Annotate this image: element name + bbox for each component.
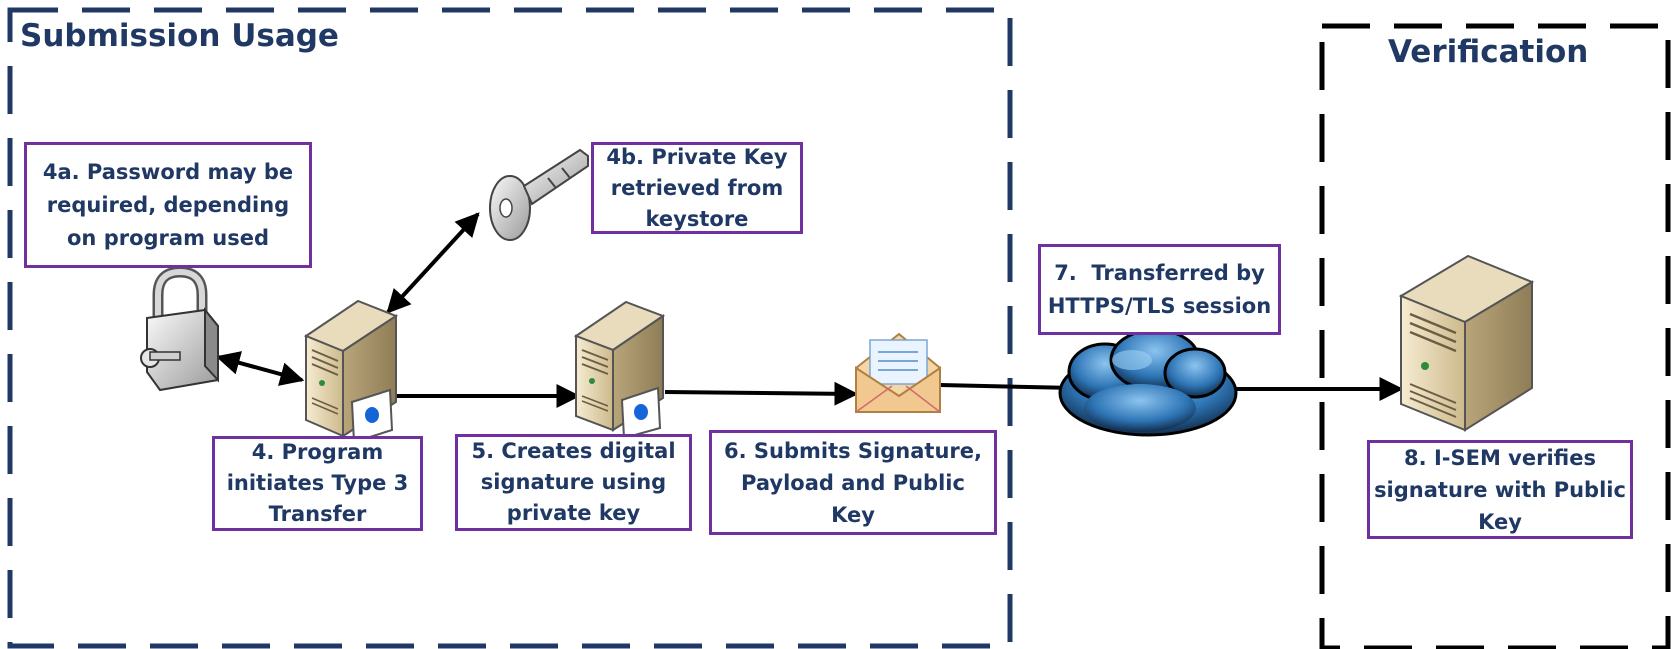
step-6-text: 6. Submits Signature, Payload and Public… — [724, 435, 982, 531]
server-key-connector — [386, 212, 480, 314]
step-8-line: Key — [1478, 509, 1522, 534]
step-4-box: 4. Program initiates Type 3 Transfer — [212, 436, 423, 531]
envelope-icon — [855, 332, 941, 413]
step-4b-box: 4b. Private Key retrieved from keystore — [591, 142, 803, 234]
step-6-line: Payload and Public — [741, 470, 965, 495]
step-5-box: 5. Creates digital signature using priva… — [455, 434, 692, 531]
step-4-line: 4. Program — [251, 440, 384, 464]
step-7-box: 7. Transferred by HTTPS/TLS session — [1038, 244, 1281, 335]
verification-title: Verification — [1388, 34, 1589, 70]
step-7-line: HTTPS/TLS session — [1047, 293, 1272, 318]
server-icon — [303, 299, 399, 444]
step-6-line: 6. Submits Signature, — [724, 438, 982, 463]
step-8-box: 8. I-SEM verifies signature with Public … — [1367, 440, 1633, 539]
verification-boundary — [1319, 23, 1671, 649]
padlock-server-connector — [215, 351, 305, 386]
step-4-line: initiates Type 3 — [226, 471, 409, 495]
envelope-to-cloud-line — [939, 383, 1076, 390]
server-icon — [1398, 254, 1535, 432]
step-4-text: 4. Program initiates Type 3 Transfer — [227, 437, 409, 530]
step-5-text: 5. Creates digital signature using priva… — [471, 436, 675, 529]
step-7-line: 7. Transferred by — [1054, 260, 1265, 285]
key-icon — [489, 148, 589, 241]
step-4b-text: 4b. Private Key retrieved from keystore — [606, 142, 787, 235]
step-5-line: 5. Creates digital — [471, 439, 676, 463]
signing-to-envelope-arrow — [664, 381, 859, 406]
submission-usage-boundary — [7, 7, 1013, 649]
step-4a-text: 4a. Password may be required, depending … — [43, 156, 293, 255]
step-4a-line: required, depending — [46, 192, 290, 217]
cloud-icon — [1058, 328, 1238, 437]
step-4b-line: keystore — [645, 206, 749, 231]
step-8-line: signature with Public — [1374, 477, 1626, 502]
step-4-line: Transfer — [268, 502, 367, 526]
submission-usage-title: Submission Usage — [20, 18, 339, 54]
step-6-line: Key — [831, 502, 875, 527]
step-6-box: 6. Submits Signature, Payload and Public… — [709, 430, 997, 535]
step-4a-line: 4a. Password may be — [42, 159, 294, 184]
padlock-icon — [140, 266, 219, 392]
step-8-text: 8. I-SEM verifies signature with Public … — [1374, 442, 1626, 538]
step-4b-line: 4b. Private Key — [606, 144, 788, 169]
step-4a-line: on program used — [67, 225, 269, 250]
step-4b-line: retrieved from — [610, 175, 784, 200]
step-5-line: signature using — [480, 470, 667, 494]
server-icon — [573, 300, 666, 440]
step-7-text: 7. Transferred by HTTPS/TLS session — [1048, 257, 1271, 323]
step-5-line: private key — [506, 501, 641, 525]
step-8-line: 8. I-SEM verifies — [1404, 445, 1596, 470]
step-4a-box: 4a. Password may be required, depending … — [24, 142, 312, 268]
